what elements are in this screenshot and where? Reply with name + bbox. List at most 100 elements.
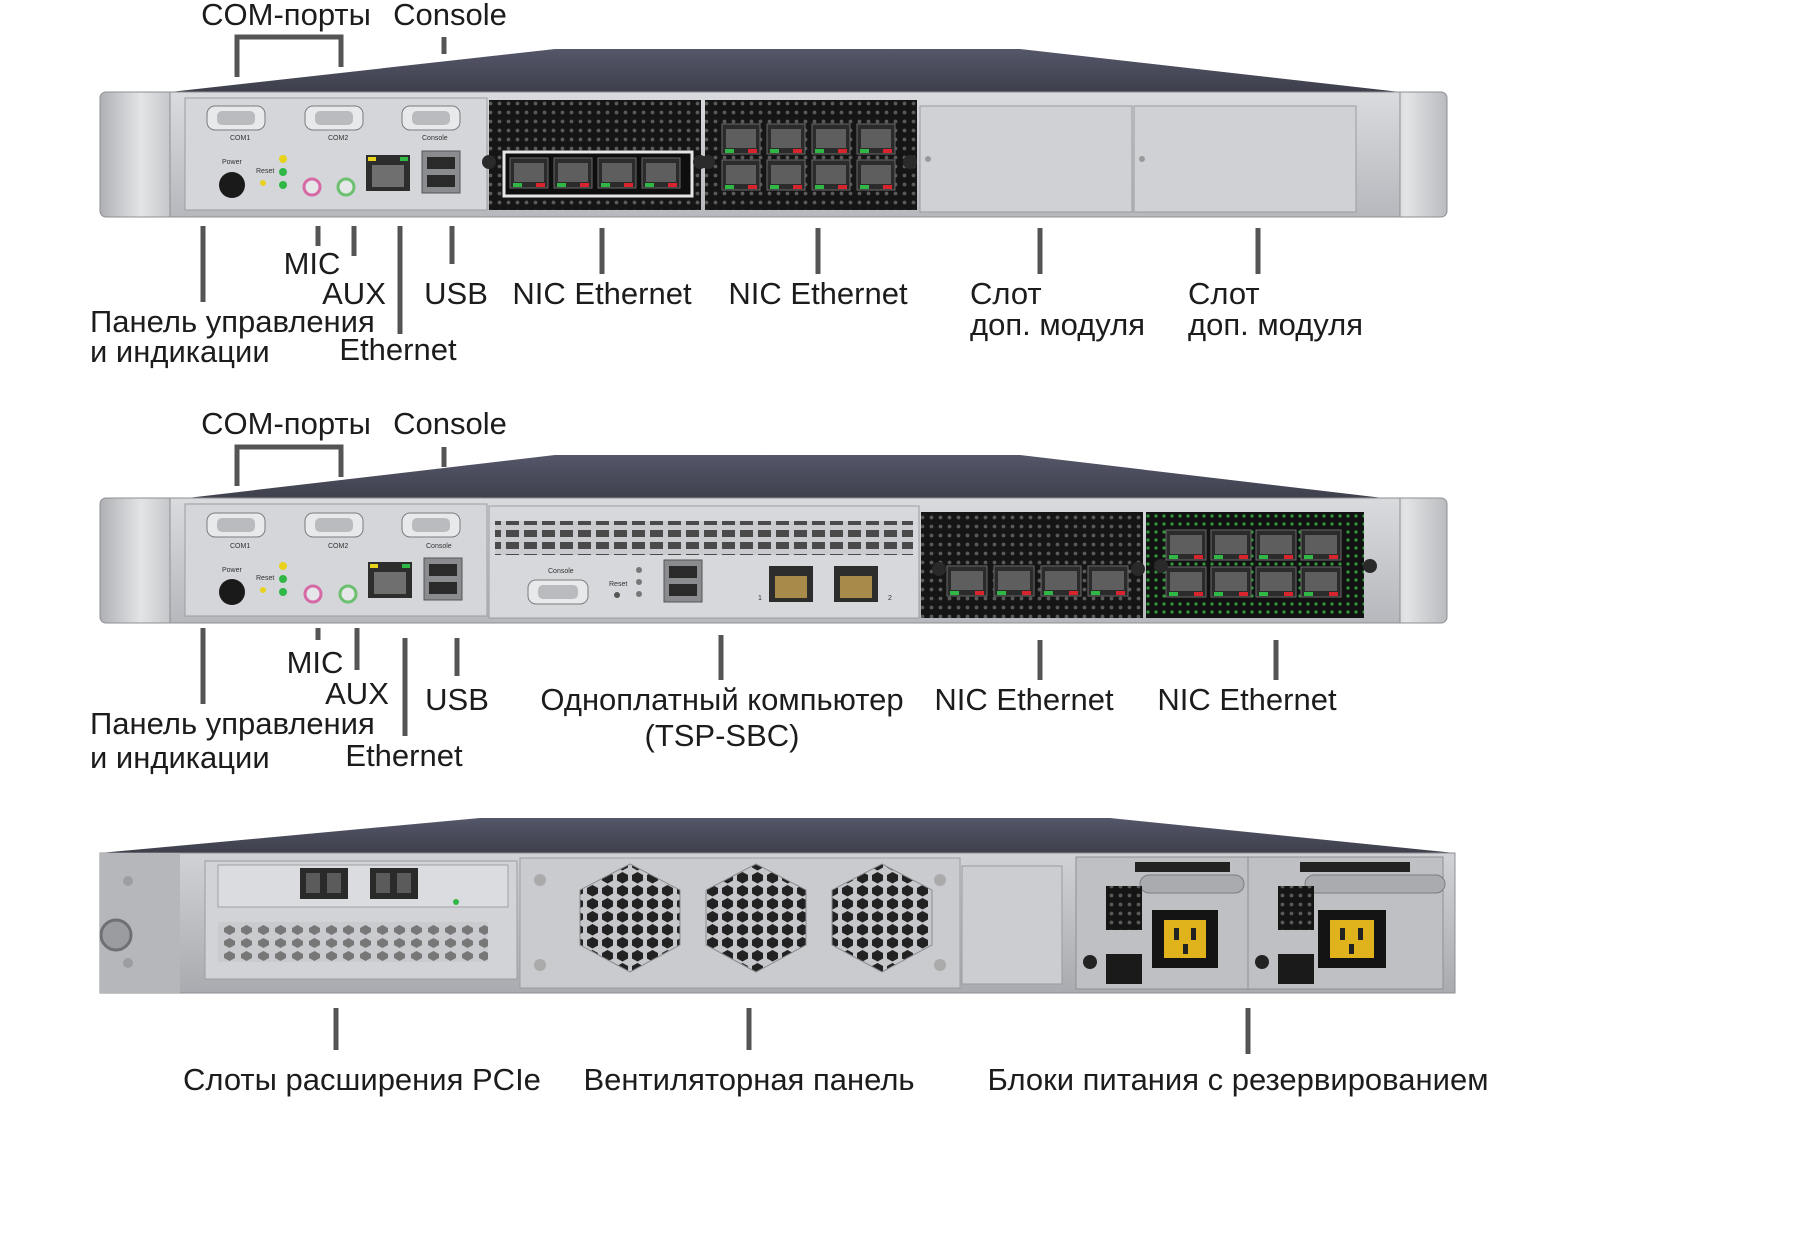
unit1-reset-button[interactable] <box>260 180 266 186</box>
unit2-nic-2-port-5[interactable] <box>1165 566 1207 598</box>
rear-label-pcie: Слоты расширения PCIe <box>183 1062 541 1097</box>
unit2-nic-1-port-1[interactable] <box>946 565 988 597</box>
unit1-nic-2-port-5[interactable] <box>721 159 761 191</box>
unit1-com1-port: COM1 <box>206 105 266 142</box>
unit1-led-1 <box>279 155 287 163</box>
unit1-mic-jack[interactable] <box>302 177 322 197</box>
unit2-sbc-reset-button[interactable] <box>614 592 620 598</box>
unit1-led-3 <box>279 181 287 189</box>
unit2-sbc-lan-1-mark: 1 <box>758 595 762 602</box>
unit1-label-com-ports: COM-порты <box>201 0 371 32</box>
unit2-nic-2-port-6[interactable] <box>1210 566 1252 598</box>
unit2-usb-ports[interactable] <box>423 557 463 601</box>
unit1-reset-mark: Reset <box>256 168 274 175</box>
unit1-led-2 <box>279 168 287 176</box>
unit1-nic-1-ports <box>509 157 681 189</box>
unit1-label-panel-line1: Панель управления <box>90 304 375 339</box>
unit1-expansion-slot-1 <box>919 105 1133 213</box>
unit2-sbc-module: Console Reset 1 2 <box>488 505 920 619</box>
unit2-sbc-usb-ports[interactable] <box>663 559 703 603</box>
unit1-label-ethernet: Ethernet <box>339 332 457 367</box>
unit1-nic-1-port-4[interactable] <box>641 157 681 189</box>
unit2-nic-2-port-4[interactable] <box>1300 529 1342 561</box>
unit2-label-panel-line1: Панель управления <box>90 706 375 741</box>
unit2-nic-2-port-2[interactable] <box>1210 529 1252 561</box>
unit2-callouts: COM-порты Console MIC AUX USB Одноплатны… <box>90 406 1337 775</box>
unit2-sbc-lan-2[interactable] <box>834 566 878 602</box>
rear-pcie-fiber-port-2[interactable] <box>370 868 418 899</box>
unit2-label-nic-2: NIC Ethernet <box>1157 682 1337 717</box>
unit1-nic-1-port-3[interactable] <box>597 157 637 189</box>
unit1-nic-2-port-7[interactable] <box>811 159 851 191</box>
rear-chassis-top <box>100 818 1455 853</box>
rear-pcie-fiber-port-1[interactable] <box>300 868 348 899</box>
unit2-com1-port: COM1 <box>206 512 266 550</box>
unit1-nic-2-port-1[interactable] <box>721 123 761 155</box>
unit2-sbc-console-port[interactable] <box>527 579 589 605</box>
unit2-label-usb: USB <box>425 682 489 717</box>
unit1-front: COM1 COM2 Console Power Reset <box>99 49 1448 218</box>
unit2-com2-mark: COM2 <box>328 543 348 550</box>
unit2-front: COM1 COM2 Console Power Reset <box>99 455 1448 624</box>
unit1-nic-2-port-8[interactable] <box>856 159 896 191</box>
fan-grille-3 <box>831 863 933 973</box>
unit2-nic-1-port-3[interactable] <box>1040 565 1082 597</box>
unit2-led-3 <box>279 588 287 596</box>
unit2-chassis-top <box>170 455 1400 500</box>
unit1-label-aux: AUX <box>322 276 386 311</box>
unit2-power-mark: Power <box>222 567 243 574</box>
unit2-led-1 <box>279 562 287 570</box>
unit1-expansion-slot-2 <box>1133 105 1357 213</box>
unit2-mic-jack[interactable] <box>303 584 323 604</box>
unit2-nic-2-port-8[interactable] <box>1300 566 1342 598</box>
unit1-callouts: COM-порты Console MIC AUX USB NIC Ethern… <box>90 0 1363 369</box>
unit1-nic-2-ports <box>721 123 896 191</box>
unit1-power-button[interactable] <box>219 172 245 198</box>
unit1-chassis-top <box>170 49 1400 92</box>
unit1-label-console: Console <box>393 0 507 32</box>
unit1-usb-ports[interactable] <box>421 150 461 194</box>
unit2-reset-button[interactable] <box>260 587 266 593</box>
unit1-label-panel-line2: и индикации <box>90 334 270 369</box>
unit1-label-slot-1-line2: доп. модуля <box>970 307 1145 342</box>
unit2-nic-2-port-1[interactable] <box>1165 529 1207 561</box>
unit2-nic-2-port-3[interactable] <box>1255 529 1297 561</box>
unit2-nic-2-port-7[interactable] <box>1255 566 1297 598</box>
rear-fan-panel <box>519 857 1063 989</box>
unit1-com2-port: COM2 <box>304 105 364 142</box>
unit1-nic-2-port-2[interactable] <box>766 123 806 155</box>
rear-label-psu: Блоки питания с резервированием <box>987 1062 1488 1097</box>
unit1-power-mark: Power <box>222 159 243 166</box>
unit1-nic-1-port-2[interactable] <box>553 157 593 189</box>
rear-view <box>99 818 1456 994</box>
unit2-led-2 <box>279 575 287 583</box>
unit1-label-mic: MIC <box>284 246 341 281</box>
rear-label-fans: Вентиляторная панель <box>583 1062 914 1097</box>
unit2-aux-jack[interactable] <box>338 584 358 604</box>
rear-ground-screw <box>99 918 133 952</box>
unit1-nic-2 <box>705 100 917 210</box>
unit2-console-port: Console <box>401 512 461 550</box>
unit2-ethernet-port[interactable] <box>368 562 412 598</box>
unit1-label-slot-2-line1: Слот <box>1188 276 1260 311</box>
rear-psu-1 <box>1075 856 1249 990</box>
unit2-nic-1-port-4[interactable] <box>1087 565 1129 597</box>
unit1-console-mark: Console <box>422 135 448 142</box>
unit2-label-sbc-line1: Одноплатный компьютер <box>540 682 903 717</box>
unit1-nic-2-port-3[interactable] <box>811 123 851 155</box>
unit2-label-nic-1: NIC Ethernet <box>934 682 1114 717</box>
unit1-nic-2-port-6[interactable] <box>766 159 806 191</box>
unit2-sbc-lan-1[interactable] <box>769 566 813 602</box>
unit2-power-button[interactable] <box>219 579 245 605</box>
unit1-nic-2-port-4[interactable] <box>856 123 896 155</box>
unit1-nic-1-port-1[interactable] <box>509 157 549 189</box>
unit2-nic-1-port-2[interactable] <box>993 565 1035 597</box>
unit1-aux-jack[interactable] <box>336 177 356 197</box>
unit1-ethernet-port[interactable] <box>366 155 410 191</box>
unit2-label-ethernet: Ethernet <box>345 738 463 773</box>
unit2-nic-1-ports <box>946 565 1129 597</box>
unit1-control-panel: COM1 COM2 Console Power Reset <box>184 97 488 211</box>
unit1-label-usb: USB <box>424 276 488 311</box>
unit1-com2-mark: COM2 <box>328 135 348 142</box>
fan-grille-1 <box>579 863 681 973</box>
